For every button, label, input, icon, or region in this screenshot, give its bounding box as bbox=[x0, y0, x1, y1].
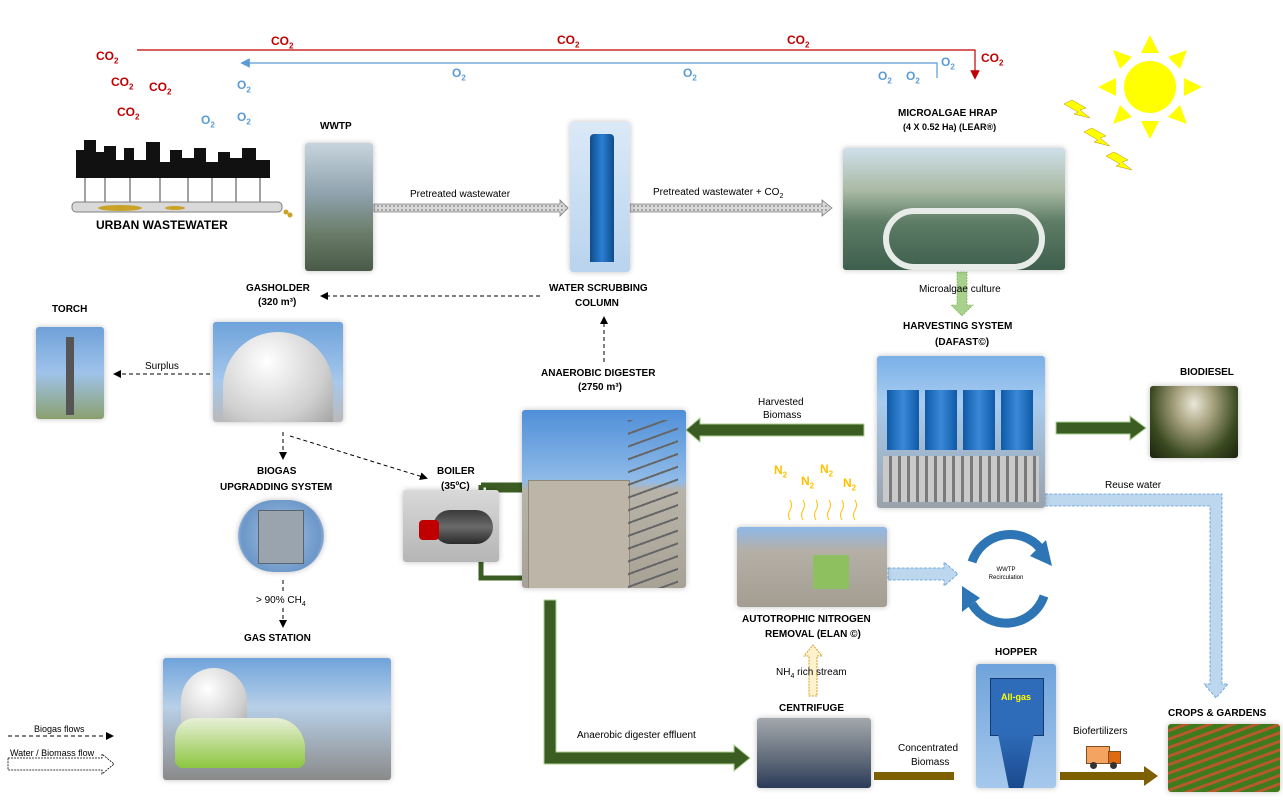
co2-label: CO2 bbox=[111, 75, 134, 92]
concentrated-biomass-label-2: Biomass bbox=[911, 757, 950, 768]
biodiesel-label: BIODIESEL bbox=[1180, 367, 1234, 378]
city-skyline-icon bbox=[71, 140, 293, 218]
n2-label: N2 bbox=[774, 463, 788, 480]
wwtp-recirculation-subtitle: Recirculation bbox=[988, 575, 1024, 581]
anaerobic-digester-subtitle: (2750 m³) bbox=[578, 382, 622, 393]
boiler-subtitle: (35ºC) bbox=[441, 481, 470, 492]
legend-water-biomass-flow: Water / Biomass flow bbox=[10, 748, 95, 758]
gas-station-photo bbox=[163, 658, 391, 780]
wwtp-photo bbox=[305, 143, 373, 271]
o2-label: O2 bbox=[237, 78, 251, 95]
reuse-water-label: Reuse water bbox=[1105, 480, 1162, 491]
hopper-photo: All-gas bbox=[976, 664, 1056, 788]
elan-photo bbox=[737, 527, 887, 607]
harvested-biomass-label-1: Harvested bbox=[758, 397, 804, 408]
anaerobic-digester-photo bbox=[522, 410, 686, 588]
autotrophic-title: AUTOTROPHIC NITROGEN bbox=[742, 614, 871, 625]
sun-icon bbox=[1098, 35, 1202, 139]
centrifuge-photo bbox=[757, 718, 871, 788]
biodiesel-arrow bbox=[1055, 415, 1147, 441]
sunlight-bolt-icons bbox=[1063, 99, 1133, 171]
legend-water-line bbox=[7, 753, 115, 775]
legend-biogas-flows: Biogas flows bbox=[34, 724, 85, 734]
surplus-label: Surplus bbox=[145, 361, 179, 372]
wwtp-recirculation-title: WWTP bbox=[996, 567, 1016, 573]
gasholder-title: GASHOLDER bbox=[246, 283, 310, 294]
boiler-photo bbox=[403, 490, 499, 562]
co2-label: CO2 bbox=[149, 80, 172, 97]
o2-return-line bbox=[240, 58, 938, 78]
hopper-label: HOPPER bbox=[995, 647, 1038, 658]
o2-label: O2 bbox=[683, 66, 697, 83]
microalgae-hrap-photo bbox=[843, 148, 1065, 270]
pretreated-wastewater-arrow bbox=[373, 199, 569, 217]
elan-to-recirculation-arrow bbox=[887, 561, 959, 587]
n2-label: N2 bbox=[801, 474, 815, 491]
co2-label: CO2 bbox=[271, 34, 294, 51]
torch-label: TORCH bbox=[52, 304, 88, 315]
nh4-stream-arrow bbox=[803, 644, 823, 697]
biogas-upgrading-title: BIOGAS bbox=[257, 466, 297, 477]
autotrophic-subtitle: REMOVAL (ELAN ©) bbox=[765, 629, 861, 640]
torch-photo bbox=[36, 327, 104, 419]
o2-label: O2 bbox=[878, 69, 892, 86]
biodiesel-photo bbox=[1150, 386, 1238, 458]
centrifuge-label: CENTRIFUGE bbox=[779, 703, 844, 714]
microalgae-hrap-title: MICROALGAE HRAP bbox=[898, 108, 998, 119]
wwtp-recirculation-cycle bbox=[962, 530, 1052, 628]
water-scrubbing-photo bbox=[570, 122, 630, 272]
urban-wastewater-label: URBAN WASTEWATER bbox=[96, 218, 228, 232]
harvested-biomass-label-2: Biomass bbox=[763, 410, 802, 421]
co2-label: CO2 bbox=[981, 51, 1004, 68]
pretreated-wastewater-co2-arrow bbox=[629, 199, 833, 217]
harvesting-subtitle: (DAFAST©) bbox=[935, 337, 990, 348]
o2-label: O2 bbox=[452, 66, 466, 83]
co2-label: CO2 bbox=[787, 33, 810, 50]
biogas-gasholder-to-boiler-arrow bbox=[289, 435, 428, 481]
crops-label: CROPS & GARDENS bbox=[1168, 708, 1267, 719]
o2-label: O2 bbox=[237, 110, 251, 127]
o2-label: O2 bbox=[201, 113, 215, 130]
anaerobic-digester-title: ANAEROBIC DIGESTER bbox=[541, 368, 656, 379]
gasholder-subtitle: (320 m³) bbox=[258, 297, 297, 308]
pretreated-wastewater-label: Pretreated wastewater bbox=[410, 189, 511, 200]
ch4-label: > 90% CH4 bbox=[256, 595, 306, 608]
water-scrubbing-subtitle: COLUMN bbox=[575, 298, 619, 309]
co2-label: CO2 bbox=[96, 49, 119, 66]
microalgae-culture-label: Microalgae culture bbox=[919, 284, 1001, 295]
biofertilizers-label: Biofertilizers bbox=[1073, 726, 1128, 737]
n2-label: N2 bbox=[820, 462, 834, 479]
microalgae-culture-arrow bbox=[950, 271, 974, 317]
co2-label: CO2 bbox=[117, 105, 140, 122]
pretreated-wastewater-co2-label: Pretreated wastewater + CO2 bbox=[653, 187, 784, 200]
harvesting-title: HARVESTING SYSTEM bbox=[903, 321, 1013, 332]
n2-release-arrows bbox=[788, 499, 857, 521]
gasholder-photo bbox=[213, 322, 343, 422]
anaerobic-effluent-label: Anaerobic digester effluent bbox=[577, 730, 696, 741]
co2-label: CO2 bbox=[557, 33, 580, 50]
crops-photo bbox=[1168, 724, 1280, 792]
reuse-water-arrow bbox=[1044, 493, 1229, 699]
o2-label: O2 bbox=[941, 55, 955, 72]
harvested-biomass-arrow bbox=[685, 416, 865, 444]
concentrated-biomass-arrow bbox=[874, 772, 954, 780]
n2-label: N2 bbox=[843, 476, 857, 493]
truck-icon bbox=[1086, 746, 1121, 770]
biogas-upgrading-photo bbox=[238, 500, 324, 572]
biogas-upgrading-subtitle: UPGRADDING SYSTEM bbox=[220, 482, 333, 493]
co2-return-line bbox=[137, 49, 980, 80]
hopper-sign: All-gas bbox=[1000, 692, 1031, 702]
anaerobic-effluent-arrow bbox=[543, 599, 751, 773]
concentrated-biomass-label-1: Concentrated bbox=[898, 743, 959, 754]
o2-label: O2 bbox=[906, 69, 920, 86]
gas-station-label: GAS STATION bbox=[244, 633, 311, 644]
biofertilizers-arrow bbox=[1060, 766, 1158, 786]
water-scrubbing-title: WATER SCRUBBING bbox=[549, 283, 648, 294]
harvesting-system-photo bbox=[877, 356, 1045, 508]
microalgae-hrap-subtitle: (4 X 0.52 Ha) (LEAR®) bbox=[903, 122, 997, 132]
nh4-stream-label: NH4 rich stream bbox=[776, 667, 847, 680]
boiler-title: BOILER bbox=[437, 466, 475, 477]
wwtp-label: WWTP bbox=[320, 121, 352, 132]
